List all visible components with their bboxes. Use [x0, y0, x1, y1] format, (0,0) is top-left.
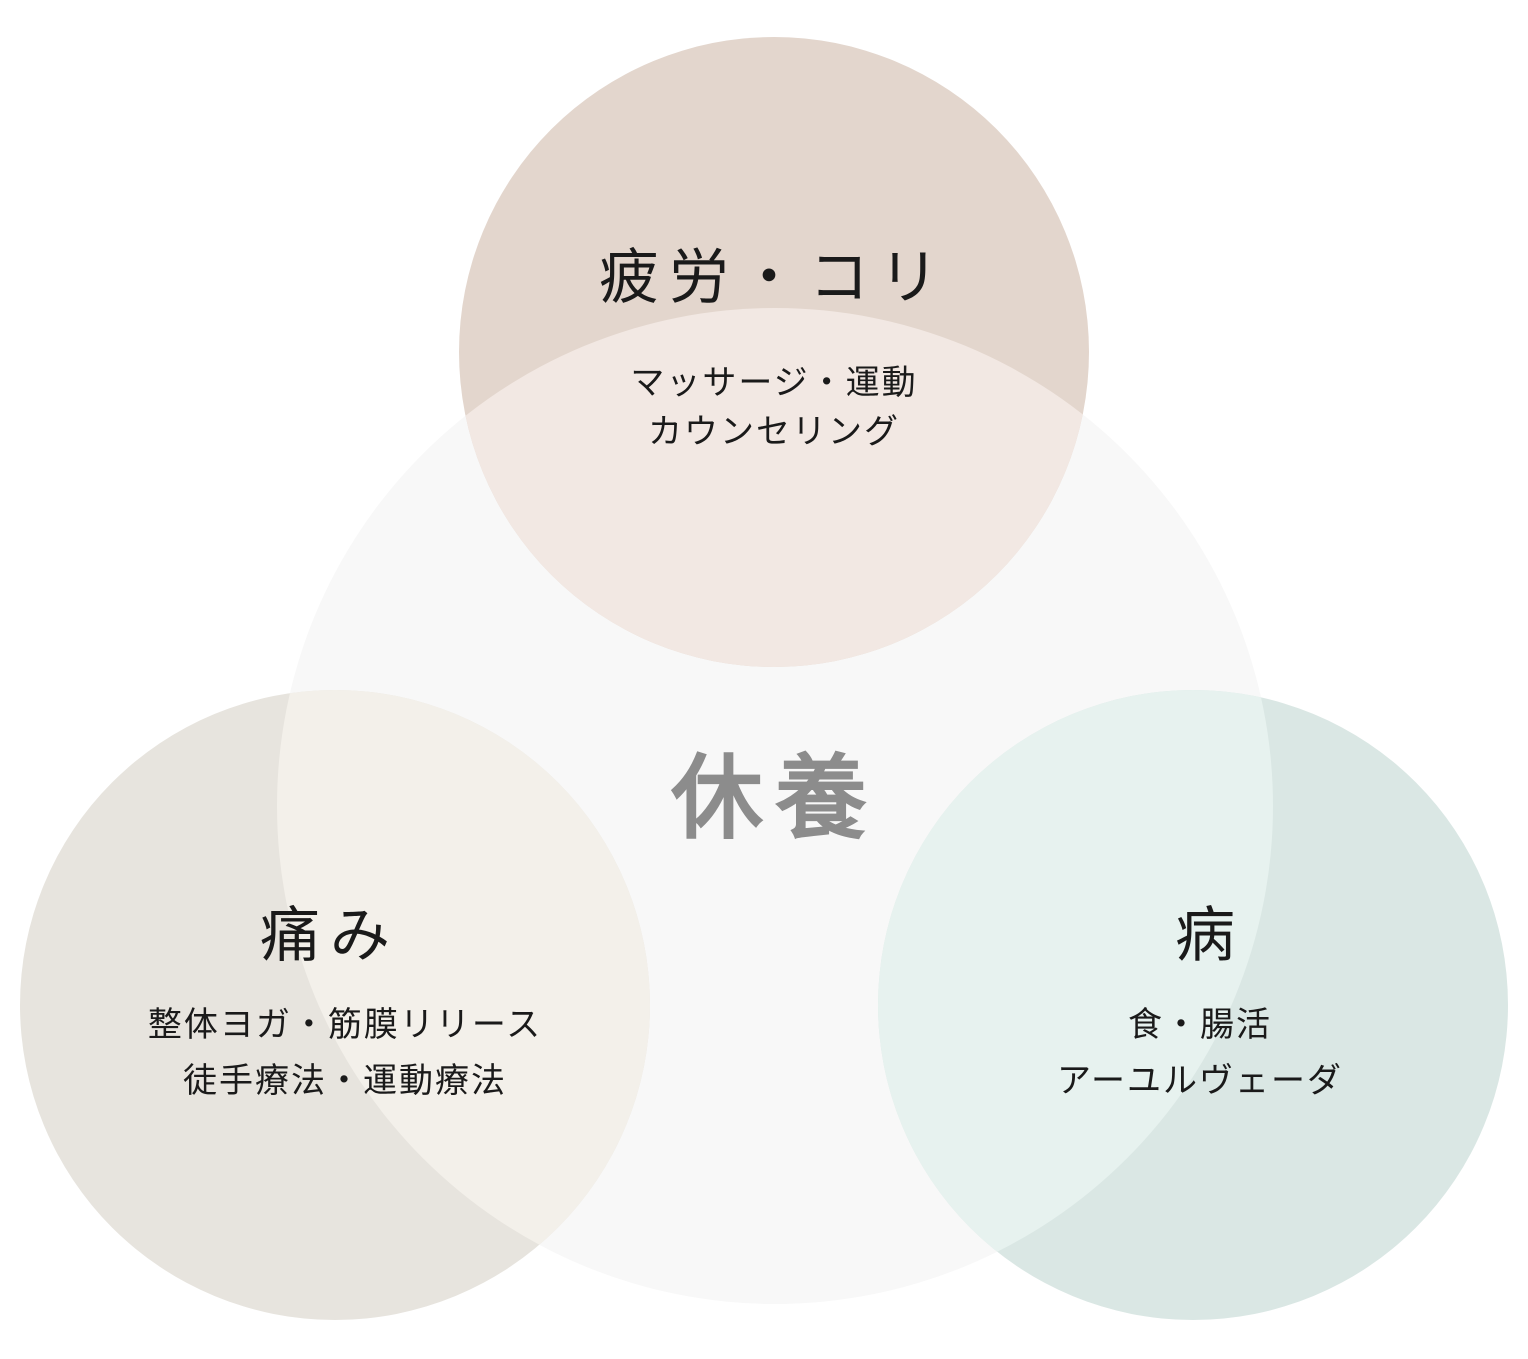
right-circle-title: 病 [1175, 901, 1245, 971]
center-title: 休養 [670, 744, 879, 852]
top-circle-line-1: マッサージ・運動 [630, 363, 918, 403]
top-overlap [459, 308, 1089, 667]
left-overlap [277, 690, 650, 1304]
right-overlap [878, 690, 1273, 1304]
right-circle-line-2: アーユルヴェーダ [1057, 1061, 1343, 1101]
top-circle-line-2: カウンセリング [648, 412, 900, 452]
left-circle-line-2: 徒手療法・運動療法 [183, 1061, 507, 1101]
left-circle-line-1: 整体ヨガ・筋膜リリース [147, 1005, 543, 1045]
top-circle-title: 疲労・コリ [599, 243, 949, 313]
right-circle-line-1: 食・腸活 [1128, 1005, 1272, 1045]
left-circle-title: 痛み [260, 901, 400, 971]
